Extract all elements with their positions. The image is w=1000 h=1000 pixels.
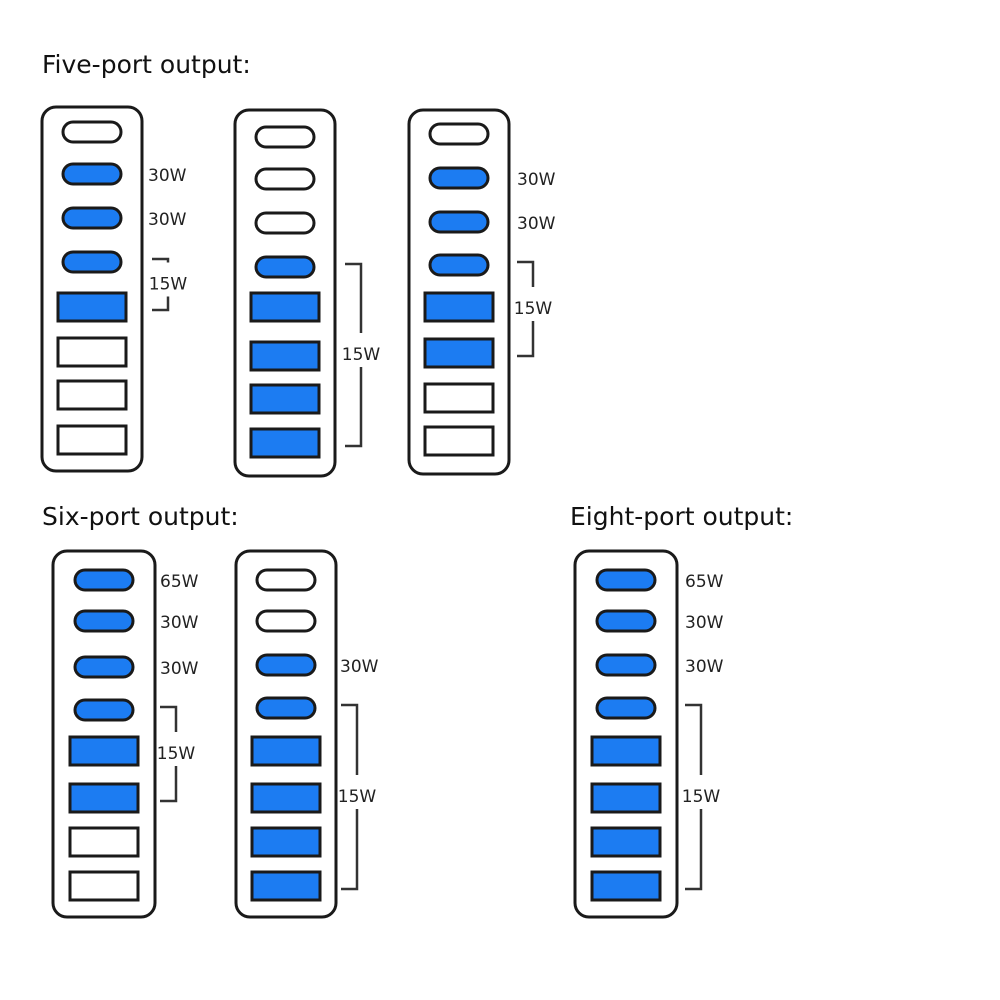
charger-body [234, 549, 338, 919]
usb-c-port [255, 696, 317, 720]
usb-c-port [73, 698, 135, 722]
usb-a-port [423, 425, 495, 457]
shared-wattage-label: 15W [342, 345, 381, 365]
five-port-title: Five-port output: [42, 50, 251, 79]
usb-c-port [61, 250, 123, 274]
six-port-title: Six-port output: [42, 502, 239, 531]
wattage-label: 30W [148, 166, 187, 186]
usb-c-port [255, 568, 317, 592]
wattage-label: 30W [148, 210, 187, 230]
group-bracket [517, 260, 535, 358]
wattage-label: 30W [160, 613, 199, 633]
usb-c-port [428, 210, 490, 234]
usb-a-port [249, 427, 321, 459]
usb-c-port [595, 653, 657, 677]
usb-c-port [255, 609, 317, 633]
wattage-label: 30W [340, 657, 379, 677]
usb-c-port [255, 653, 317, 677]
usb-a-port [250, 782, 322, 814]
charger-body [573, 549, 679, 919]
usb-c-port [428, 166, 490, 190]
usb-a-port [68, 735, 140, 767]
usb-a-port [250, 826, 322, 858]
usb-a-port [56, 379, 128, 411]
shared-wattage-label: 15W [682, 787, 721, 807]
usb-c-port [254, 125, 316, 149]
usb-c-port [595, 609, 657, 633]
shared-wattage-label: 15W [157, 744, 196, 764]
usb-c-port [61, 120, 123, 144]
wattage-label: 30W [160, 659, 199, 679]
usb-c-port [595, 696, 657, 720]
usb-a-port [68, 782, 140, 814]
shared-wattage-label: 15W [514, 299, 553, 319]
usb-a-port [249, 340, 321, 372]
usb-a-port [250, 735, 322, 767]
group-bracket [152, 257, 170, 312]
usb-c-port [254, 255, 316, 279]
wattage-label: 30W [685, 613, 724, 633]
usb-c-port [254, 167, 316, 191]
usb-c-port [61, 206, 123, 230]
usb-c-port [428, 122, 490, 146]
wattage-label: 30W [685, 657, 724, 677]
shared-wattage-label: 15W [338, 787, 377, 807]
charger-body [51, 549, 157, 919]
group-bracket [345, 262, 363, 448]
usb-a-port [423, 337, 495, 369]
charger-body [40, 105, 144, 473]
group-bracket [341, 703, 359, 891]
usb-a-port [249, 383, 321, 415]
usb-a-port [590, 826, 662, 858]
usb-c-port [73, 609, 135, 633]
usb-c-port [73, 568, 135, 592]
group-bracket [685, 703, 703, 891]
eight-port-title: Eight-port output: [570, 502, 794, 531]
usb-a-port [423, 382, 495, 414]
wattage-label: 65W [160, 572, 199, 592]
usb-c-port [428, 253, 490, 277]
usb-a-port [590, 735, 662, 767]
usb-a-port [56, 336, 128, 368]
usb-c-port [73, 655, 135, 679]
usb-a-port [68, 826, 140, 858]
group-bracket [160, 705, 178, 803]
usb-a-port [590, 782, 662, 814]
wattage-label: 30W [517, 214, 556, 234]
usb-c-port [595, 568, 657, 592]
usb-a-port [68, 870, 140, 902]
wattage-label: 65W [685, 572, 724, 592]
usb-a-port [56, 424, 128, 456]
wattage-label: 30W [517, 170, 556, 190]
usb-a-port [250, 870, 322, 902]
usb-a-port [590, 870, 662, 902]
usb-a-port [249, 291, 321, 323]
usb-c-port [61, 162, 123, 186]
usb-a-port [56, 291, 128, 323]
shared-wattage-label: 15W [149, 275, 188, 295]
usb-c-port [254, 211, 316, 235]
usb-a-port [423, 291, 495, 323]
